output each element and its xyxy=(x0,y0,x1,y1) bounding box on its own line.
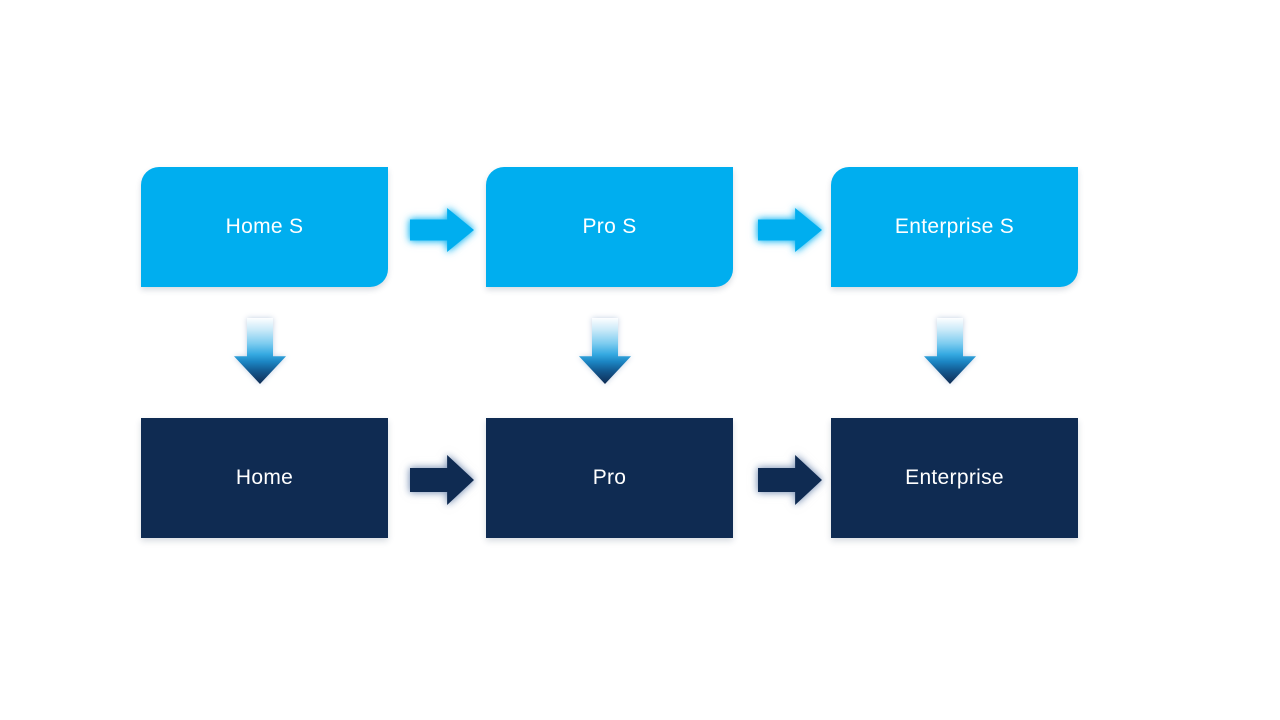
box-enterprise-s-label: Enterprise S xyxy=(894,215,1015,238)
down-arrow-icon xyxy=(234,318,286,384)
box-enterprise-label: Enterprise xyxy=(905,466,1004,489)
down-arrow-shape xyxy=(234,318,286,384)
box-pro-label: Pro xyxy=(592,466,627,489)
down-arrow-icon xyxy=(579,318,631,384)
right-arrow-shape xyxy=(758,455,822,505)
box-home-s-label: Home S xyxy=(225,215,304,238)
down-arrow-icon xyxy=(924,318,976,384)
down-arrow-shape xyxy=(579,318,631,384)
right-arrow-icon xyxy=(758,208,822,252)
box-home-label: Home xyxy=(235,466,294,489)
right-arrow-icon xyxy=(410,455,474,505)
box-pro: Pro xyxy=(486,418,733,538)
right-arrow-shape xyxy=(410,208,474,252)
box-enterprise: Enterprise xyxy=(831,418,1078,538)
right-arrow-shape xyxy=(758,208,822,252)
box-home: Home xyxy=(141,418,388,538)
box-pro-s-label: Pro S xyxy=(582,215,637,238)
box-enterprise-s: Enterprise S xyxy=(831,167,1078,287)
right-arrow-icon xyxy=(410,208,474,252)
box-pro-s: Pro S xyxy=(486,167,733,287)
right-arrow-icon xyxy=(758,455,822,505)
down-arrow-shape xyxy=(924,318,976,384)
right-arrow-shape xyxy=(410,455,474,505)
box-home-s: Home S xyxy=(141,167,388,287)
